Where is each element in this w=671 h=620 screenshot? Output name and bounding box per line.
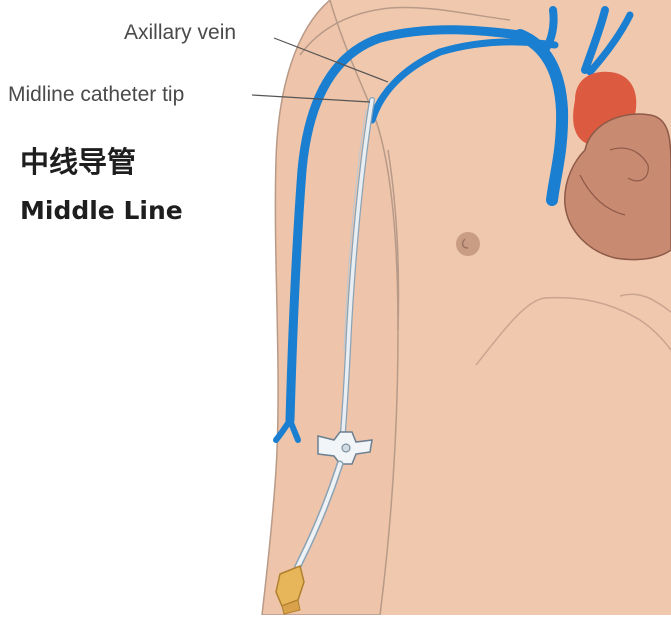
- title-english: Middle Line: [20, 198, 183, 223]
- nipple-icon: [456, 232, 480, 256]
- title-chinese: 中线导管: [20, 148, 136, 177]
- catheter-tip-label: Midline catheter tip: [8, 84, 184, 105]
- axillary-vein-label: Axillary vein: [124, 22, 236, 43]
